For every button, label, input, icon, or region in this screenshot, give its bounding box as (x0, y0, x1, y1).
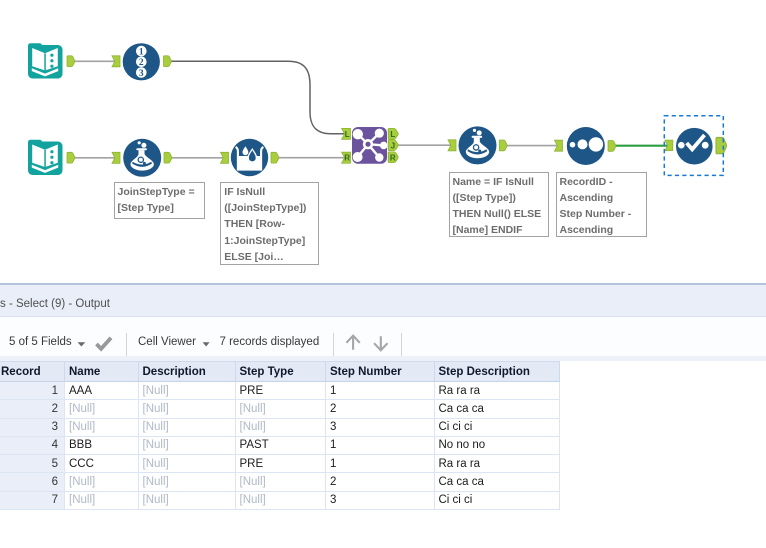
svg-text:J: J (391, 141, 395, 150)
svg-text:3: 3 (139, 69, 144, 79)
svg-text:R: R (390, 153, 396, 162)
svg-text:R: R (344, 154, 350, 163)
svg-text:2: 2 (139, 58, 144, 68)
svg-text:L: L (390, 130, 395, 139)
svg-text:L: L (345, 130, 350, 139)
svg-text:1: 1 (139, 47, 144, 57)
